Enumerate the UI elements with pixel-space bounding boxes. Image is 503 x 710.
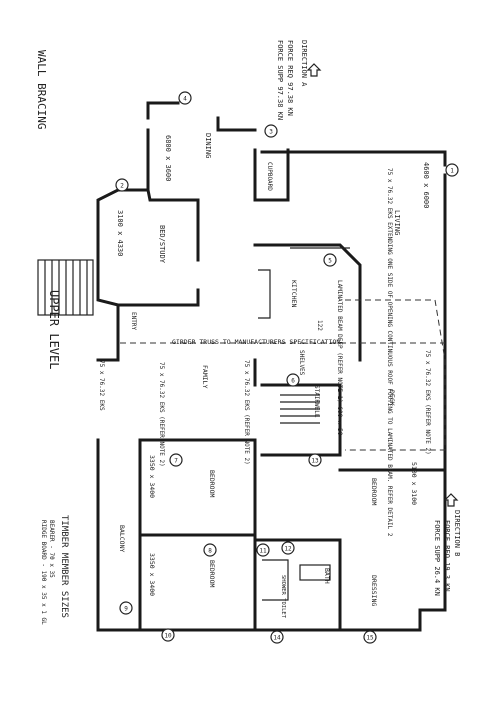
bracing-marker-circle (308, 453, 322, 467)
wall-family-left (96, 303, 120, 362)
bracing-marker-circle (264, 124, 278, 138)
wall-dining-left (96, 128, 200, 307)
sizes-line1: BEARER - 70 x 35 (48, 520, 55, 578)
bracing-marker-circle (323, 253, 337, 267)
girder-text: GIRDER TRUSS TO MANUFACTURERS SPECIFICAT… (172, 338, 340, 346)
room-bed-study-dim: 3100 x 4330 (116, 210, 124, 256)
wall-living-top (260, 150, 447, 167)
room-entry: ENTRY (130, 312, 137, 330)
bracing-marker-circle (119, 601, 133, 615)
room-cupboard: CUPBOARD (266, 162, 273, 191)
room-bath: BATH (323, 568, 331, 584)
wall-top-right (216, 116, 257, 132)
sizes-heading: TIMBER MEMBER SIZES (59, 515, 69, 618)
direction-b-supply: FORCE SUPP 26.4 KN (433, 520, 441, 596)
room-family: FAMILY (201, 365, 209, 389)
plan-walls (37, 101, 447, 632)
wall-stairwell (260, 383, 342, 457)
direction-a-arrow-icon (306, 63, 322, 77)
bracing-marker-circle (203, 543, 217, 557)
note-deck: 75 x 76.32 EKS (REFER NOTE 2) (424, 350, 431, 455)
room-living-dim: 4600 x 6000 (422, 162, 430, 208)
direction-a-supply: FORCE SUPP 97.38 KN (276, 40, 284, 120)
bracing-marker-label: 8 (208, 548, 212, 555)
room-deck: DECK (388, 390, 396, 406)
shower-fixture (262, 559, 289, 601)
bracing-marker-label: 11 (259, 548, 267, 555)
room-bedroom-3-dim: 5100 x 3100 (410, 462, 418, 505)
bracing-marker-label: 9 (124, 606, 128, 613)
room-dining: DINING (204, 133, 212, 158)
wall-dining-inner (146, 188, 200, 202)
room-bed-study: BED/STUDY (158, 225, 166, 264)
wall-bedroom3 (338, 468, 447, 612)
bracing-marker-label: 13 (311, 458, 319, 465)
bracing-marker-circle (161, 628, 175, 642)
bracing-marker-label: 5 (328, 258, 332, 265)
room-bedroom-1: BEDROOM (208, 470, 216, 497)
direction-a-force: FORCE REQ 97.38 KN (286, 40, 294, 116)
direction-b-title: DIRECTION B (453, 510, 461, 556)
note-family-1: 75 x 76.32 EKS (REFER NOTE 2) (158, 362, 165, 467)
bracing-marker-circle (115, 178, 129, 192)
level-label: UPPER LEVEL (47, 290, 61, 369)
bracing-marker-label: 14 (273, 635, 281, 642)
title-wall-bracing: WALL BRACING (35, 50, 48, 129)
wall-kitchen (253, 243, 362, 362)
room-bedroom-1-dim: 3350 x 3400 (148, 455, 156, 498)
note-laminated: LAMINATED BEAM DEEP (REFER NOTE 1) 600 x… (336, 280, 343, 436)
direction-a-title: DIRECTION A (300, 40, 308, 87)
bath-fixture (299, 564, 331, 581)
plan-labels: WALL BRACING UPPER LEVEL DIRECTION A FOR… (35, 40, 461, 625)
wall-bottom (158, 608, 422, 632)
bracing-marker-label: 15 (366, 635, 374, 642)
room-shelves: SHELVES (298, 350, 305, 376)
sizes-line2: RIDGE BOARD - 190 x 35 x 1 GL (40, 520, 47, 625)
bracing-marker-circle (445, 163, 459, 177)
bracing-marker-label: 1 (450, 168, 454, 175)
note-family-2: 75 x 76.32 EKS (REFER NOTE 2) (243, 360, 250, 465)
room-kitchen: KITCHEN (290, 280, 298, 307)
bracing-marker-circle (178, 91, 192, 105)
bracing-marker-label: 10 (164, 633, 172, 640)
note-living: 75 x 76.32 EKS EXTENDING ONE SIDE OF OPE… (386, 168, 393, 537)
bracing-marker-circle (286, 373, 300, 387)
room-bedroom-2: BEDROOM (208, 560, 216, 587)
bracing-marker-circle (363, 630, 377, 644)
bracing-marker-circle (169, 453, 183, 467)
wall-cupboard (253, 148, 290, 202)
room-bedroom-2-dim: 3350 x 3400 (148, 553, 156, 596)
external-stair (37, 259, 94, 316)
bracing-marker-label: 7 (174, 458, 178, 465)
wall-dining-top (146, 101, 180, 120)
kitchen-bench (258, 269, 271, 319)
deck-outline (345, 299, 446, 451)
bracing-marker-circle (270, 630, 284, 644)
room-dressing: DRESSING (370, 575, 378, 606)
bracing-marker-circle (256, 543, 270, 557)
bracing-marker-circle (281, 541, 295, 555)
room-living: LIVING (393, 210, 401, 235)
bracing-marker-label: 2 (120, 183, 124, 190)
bracing-marker-label: 3 (269, 129, 273, 136)
note-size-122: 122 (316, 320, 323, 331)
room-stairwell: STAIRWELL (313, 385, 320, 418)
direction-b-force: FORCE REQ 19.3 KN (443, 520, 451, 592)
room-shower-toilet: SHOWER TOILET (280, 575, 286, 619)
note-stair: 75 x 76.32 EKS (98, 360, 105, 411)
bracing-marker-label: 6 (291, 378, 295, 385)
room-bedroom-3: BEDROOM (370, 478, 378, 505)
bracing-marker-label: 4 (183, 96, 187, 103)
bracing-marker-label: 12 (284, 546, 292, 553)
room-balcony: BALCONY (118, 525, 126, 552)
direction-b-arrow-icon (443, 493, 459, 507)
room-dining-dim: 6800 x 3600 (164, 135, 172, 181)
